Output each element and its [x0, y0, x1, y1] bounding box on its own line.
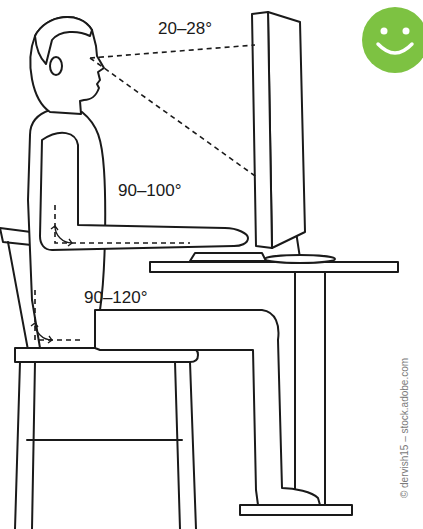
smiley-eye	[381, 28, 388, 35]
angle-label: 90–120°	[84, 289, 148, 308]
angle-guides	[35, 45, 258, 340]
smiley-mouth	[378, 44, 412, 53]
sight-line	[90, 45, 258, 178]
hip-guide	[35, 290, 80, 340]
ear	[50, 57, 62, 75]
chair-legs	[15, 362, 196, 529]
elbow-guide	[55, 205, 190, 243]
angle-label: 90–100°	[118, 182, 182, 201]
arm	[40, 133, 248, 250]
desk-top	[150, 262, 398, 272]
smiley-icon	[362, 7, 423, 73]
line-art	[0, 12, 398, 529]
keyboard	[190, 253, 266, 261]
desk-base	[240, 505, 352, 515]
head	[30, 17, 104, 114]
elbow-arc-heads	[51, 226, 72, 246]
monitor-body	[268, 12, 305, 248]
hair	[35, 17, 92, 64]
monitor-screen	[252, 12, 272, 248]
angle-arcs	[31, 226, 72, 343]
monitor-base	[265, 255, 335, 263]
smiley-face	[362, 7, 423, 73]
leg	[95, 310, 320, 505]
desk-leg	[295, 272, 325, 505]
copyright-watermark: © dervish15 – stock.adobe.com	[399, 358, 410, 498]
smiley-eye	[403, 28, 410, 35]
angle-label: 20–28°	[158, 20, 212, 39]
hip-arc-heads	[31, 323, 52, 343]
